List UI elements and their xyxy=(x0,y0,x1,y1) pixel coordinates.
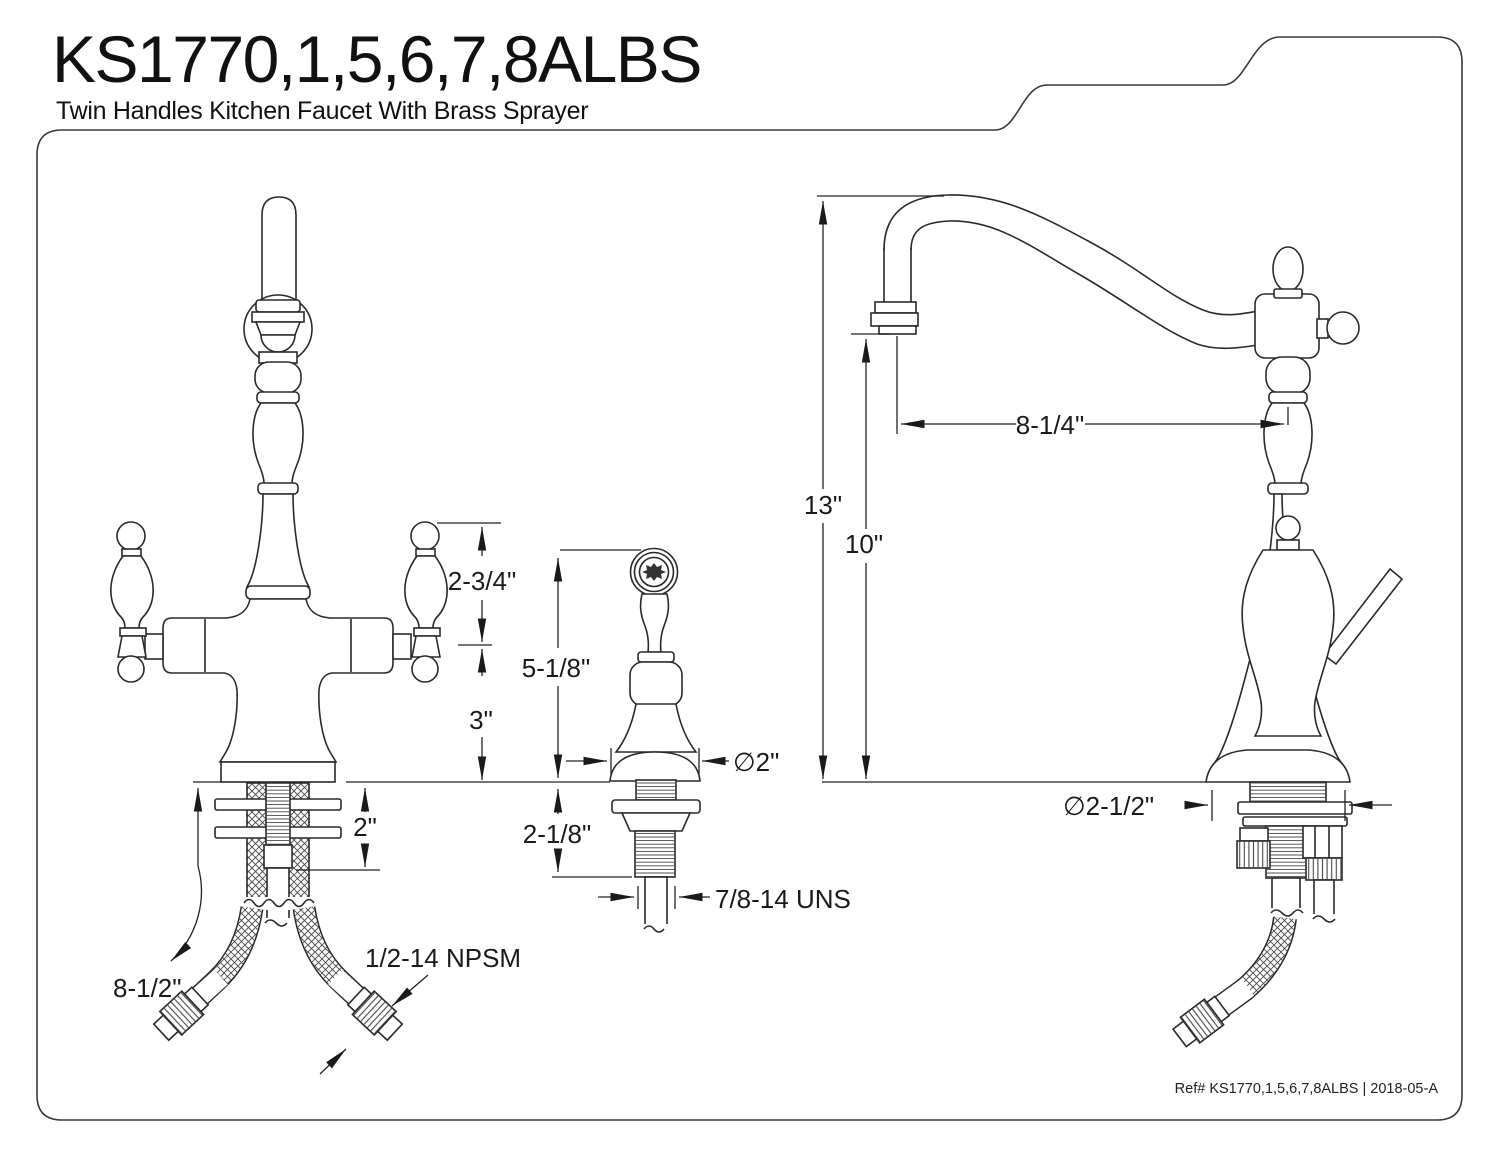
front-supply-hose-right xyxy=(292,906,404,1042)
dim-handle-above-deck: 2-3/4" xyxy=(448,566,517,596)
dim-overall-height: 13" xyxy=(804,490,842,520)
dim-shank-thread: 7/8-14 UNS xyxy=(715,884,851,914)
side-base-flange xyxy=(1205,749,1351,783)
front-spout-column xyxy=(243,196,313,600)
sheet-border xyxy=(36,36,1463,1121)
side-head-and-handle xyxy=(1254,246,1360,359)
dim-sprayer-height: 5-1/8" xyxy=(522,653,591,683)
front-view xyxy=(110,196,448,1042)
sprayer-lever xyxy=(1322,567,1404,666)
dim-spout-outlet-height: 10" xyxy=(845,529,883,559)
front-handle-right xyxy=(404,521,448,683)
sprayer-shank xyxy=(611,779,701,935)
sprayer-nozzle-star xyxy=(642,563,666,581)
dim-shank-below-deck: 2-1/8" xyxy=(523,819,592,849)
dim-supply-connection: 1/2-14 NPSM xyxy=(365,943,521,973)
dimension-annotations: 2-3/4" 3" 2" 8-1/2" 1/2-14 NPSM 5-1/8" ∅… xyxy=(113,195,1392,1075)
front-body xyxy=(144,598,412,783)
side-sprayer-hose xyxy=(1171,916,1297,1048)
dim-body-above-deck: 3" xyxy=(469,705,493,735)
sprayer-view xyxy=(609,547,701,935)
front-under-deck xyxy=(152,782,404,1042)
side-spout xyxy=(870,194,1259,350)
side-view xyxy=(870,194,1404,1048)
front-handle-left xyxy=(110,521,154,683)
front-supply-hose-left xyxy=(152,906,264,1042)
dim-spout-reach: 8-1/4" xyxy=(1016,410,1085,440)
reference-number: Ref# KS1770,1,5,6,7,8ALBS | 2018-05-A xyxy=(1174,1081,1438,1097)
side-under-deck xyxy=(1171,781,1353,1048)
page-subtitle: Twin Handles Kitchen Faucet With Brass S… xyxy=(56,97,589,125)
page-title: KS1770,1,5,6,7,8ALBS xyxy=(52,22,702,96)
dim-max-deck-thickness: 2" xyxy=(353,812,377,842)
dim-supply-hose-length: 8-1/2" xyxy=(113,973,182,1003)
dim-base-diameter: ∅2-1/2" xyxy=(1063,791,1154,821)
dim-escutcheon-diameter: ∅2" xyxy=(733,747,779,777)
side-sprayer-in-holder xyxy=(1241,515,1404,737)
sprayer-head xyxy=(629,547,679,597)
